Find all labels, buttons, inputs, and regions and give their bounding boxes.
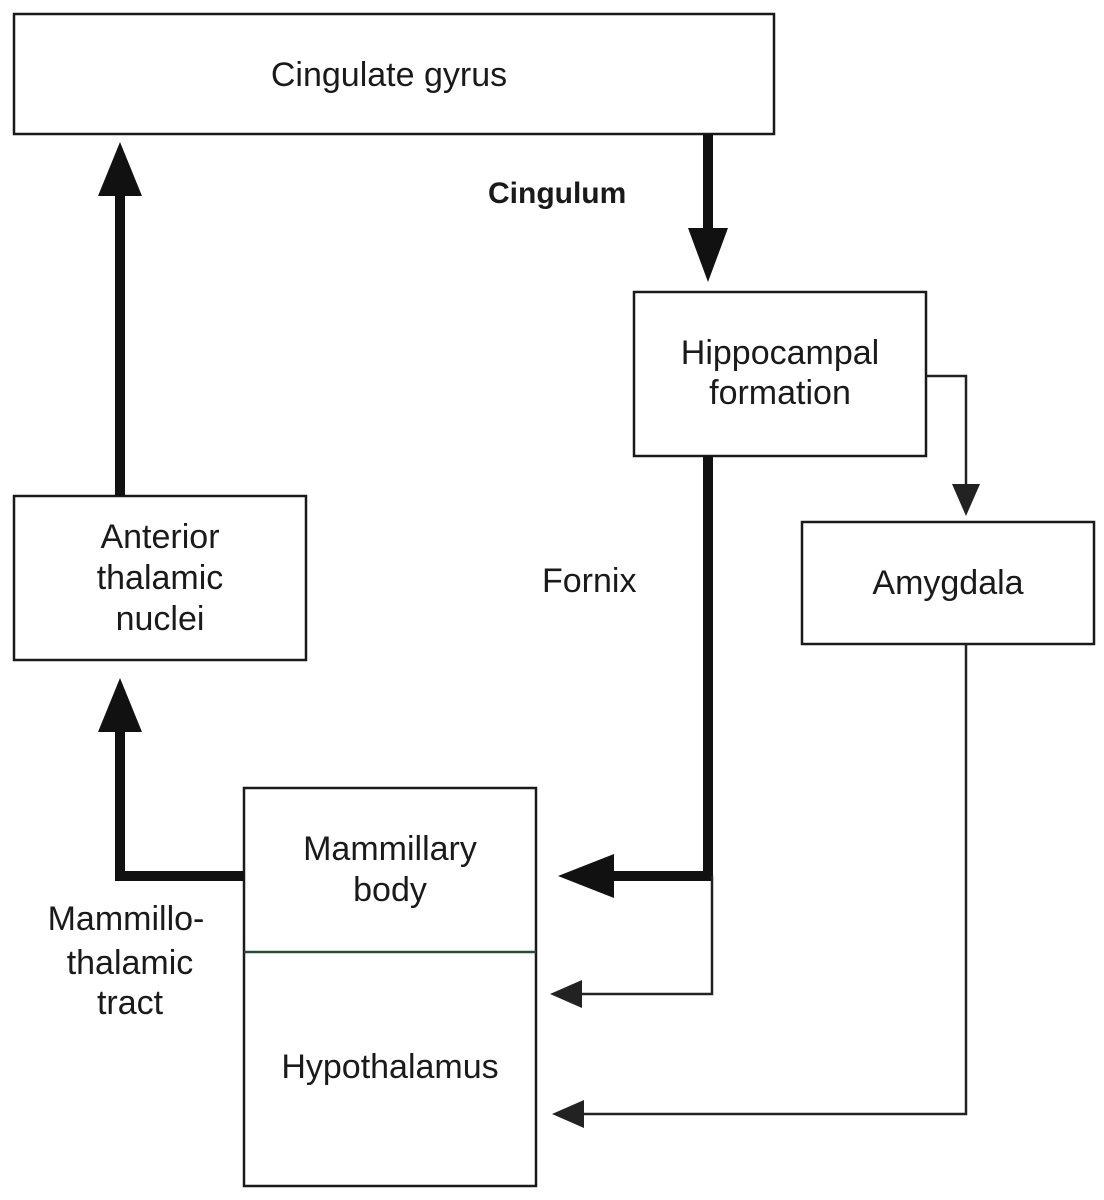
edge-mammillothalamic-tract [98,678,244,881]
edge-fornix-to-mammillary [558,456,713,898]
node-hippocampal-formation-line-1: Hippocampal [681,334,879,372]
node-anterior-thalamic-nuclei: Anterior thalamic nuclei [12,494,308,662]
edge-mammillothalamic-label-line-2: thalamic [67,944,194,982]
node-amygdala: Amygdala [800,520,1096,646]
node-mammillary-body-line-2: body [353,871,427,909]
node-hypothalamus-label: Hypothalamus [281,1048,498,1086]
node-hippocampal-formation: Hippocampal formation [632,290,928,458]
node-cingulate-gyrus-label: Cingulate gyrus [271,56,507,94]
edge-mammillothalamic-label-line-1: Mammillo- [48,900,205,938]
edge-amygdala-to-hypothalamus [552,644,968,1128]
node-anterior-thalamic-nuclei-line-1: Anterior [100,518,219,556]
node-hippocampal-formation-line-2: formation [709,374,851,412]
edge-fornix-label: Fornix [542,562,636,600]
edge-hippocampus-to-amygdala [926,374,980,516]
edge-fornix-to-hypothalamus [550,876,714,1008]
node-anterior-thalamic-nuclei-line-3: nuclei [116,600,205,638]
node-cingulate-gyrus: Cingulate gyrus [12,12,776,136]
edge-mammillothalamic-label-line-3: tract [97,984,164,1022]
edge-cingulum-label: Cingulum [488,177,626,210]
node-mammillary-hypothalamus: Mammillary body Hypothalamus [242,786,538,1188]
edge-thalamus-to-cingulate [98,142,142,496]
node-mammillary-body-line-1: Mammillary [303,830,477,868]
node-anterior-thalamic-nuclei-line-2: thalamic [97,559,224,597]
edge-cingulum [688,134,728,282]
node-amygdala-label: Amygdala [872,564,1023,602]
